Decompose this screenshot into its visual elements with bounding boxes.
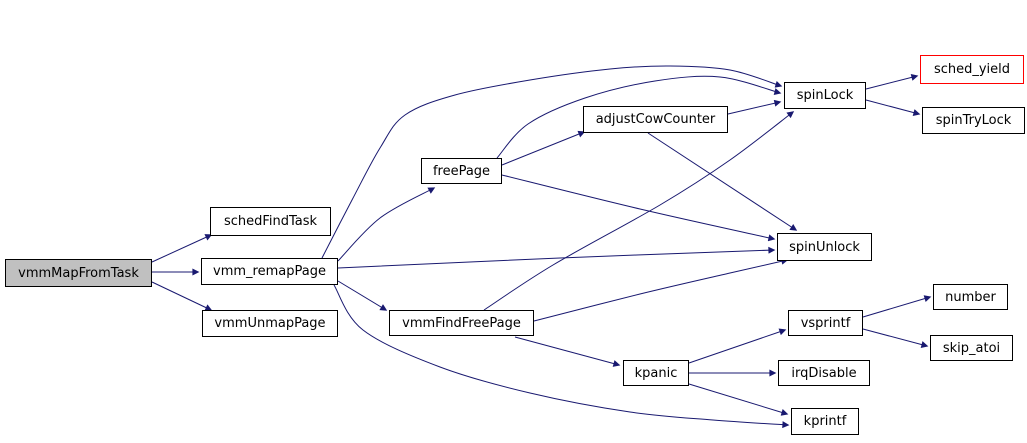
edge-freePage-spinLock <box>496 75 782 159</box>
edge-vmmFindFreePage-kpanic <box>514 336 621 367</box>
node-adjustCowCounter[interactable]: adjustCowCounter <box>583 106 728 133</box>
node-spinUnlock[interactable]: spinUnlock <box>777 233 872 261</box>
edge-adjustCowCounter-spinUnlock <box>647 132 798 231</box>
node-irqDisable[interactable]: irqDisable <box>778 360 870 386</box>
edge-spinLock-spinTryLock <box>865 99 921 116</box>
edge-adjustCowCounter-spinLock <box>727 99 782 115</box>
edge-vsprintf-skip_atoi <box>862 328 929 348</box>
edge-vmm_remapPage-spinUnlock <box>337 246 776 269</box>
node-skip_atoi[interactable]: skip_atoi <box>930 335 1013 361</box>
node-number[interactable]: number <box>933 284 1008 310</box>
node-schedFindTask[interactable]: schedFindTask <box>210 207 331 236</box>
node-spinLock[interactable]: spinLock <box>784 82 866 109</box>
node-spinTryLock[interactable]: spinTryLock <box>922 107 1025 134</box>
edge-kpanic-vsprintf <box>688 328 787 364</box>
node-kprintf[interactable]: kprintf <box>791 408 859 435</box>
node-vmmMapFromTask: vmmMapFromTask <box>5 259 152 287</box>
edge-vmmFindFreePage-spinLock <box>483 111 795 311</box>
node-vmmUnmapPage[interactable]: vmmUnmapPage <box>202 310 338 337</box>
edge-vmm_remapPage-vmmFindFreePage <box>337 280 388 311</box>
edge-vmmFindFreePage-spinUnlock <box>533 257 789 322</box>
node-vmm_remapPage[interactable]: vmm_remapPage <box>201 258 338 285</box>
edge-vmm_remapPage-kprintf <box>333 284 790 429</box>
node-freePage[interactable]: freePage <box>421 158 502 184</box>
edge-vmm_remapPage-freePage <box>337 187 436 262</box>
node-sched_yield[interactable]: sched_yield <box>920 55 1024 84</box>
edge-freePage-spinUnlock <box>501 174 776 242</box>
edge-spinLock-sched_yield <box>865 73 919 90</box>
edge-vmmMapFromTask-vmmUnmapPage <box>151 281 213 311</box>
edge-vmmMapFromTask-schedFindTask <box>151 234 213 263</box>
edge-kpanic-kprintf <box>688 383 789 416</box>
edge-vsprintf-number <box>862 295 932 318</box>
edge-vmm_remapPage-spinLock <box>321 65 783 259</box>
node-vsprintf[interactable]: vsprintf <box>788 310 863 336</box>
edge-freePage-adjustCowCounter <box>501 130 586 166</box>
node-vmmFindFreePage[interactable]: vmmFindFreePage <box>389 310 534 336</box>
node-kpanic[interactable]: kpanic <box>623 360 689 386</box>
